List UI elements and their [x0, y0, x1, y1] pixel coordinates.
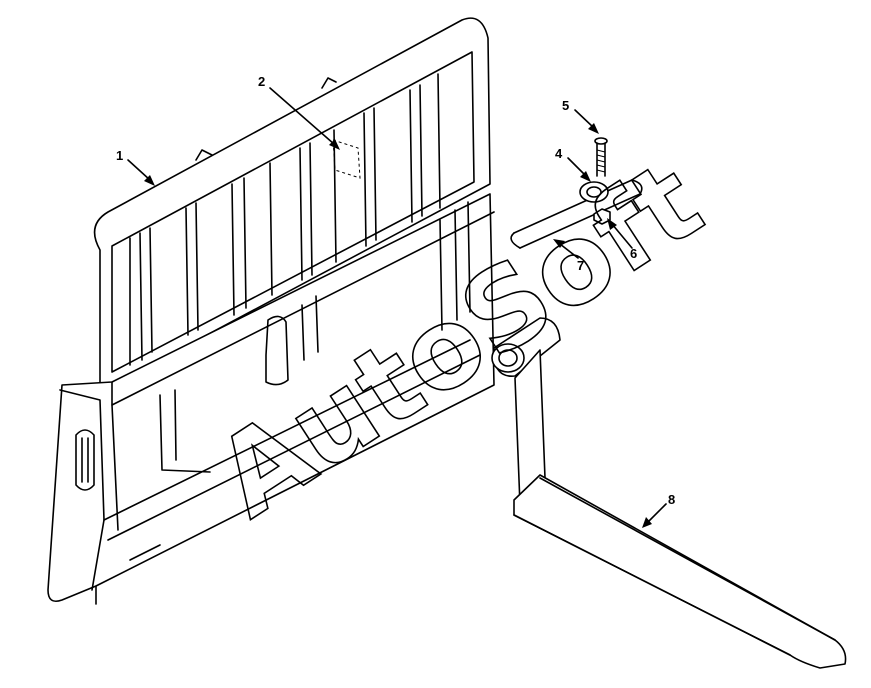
callout-6: 6: [607, 218, 637, 261]
callout-1: 1: [116, 148, 155, 186]
callout-label-5: 5: [562, 98, 569, 113]
callout-7: 7: [553, 239, 584, 273]
callout-label-7: 7: [577, 258, 584, 273]
callout-8: 8: [642, 492, 675, 528]
callout-5: 5: [562, 98, 599, 134]
fork-shaft: [510, 179, 643, 249]
callout-label-4: 4: [555, 146, 563, 161]
callout-label-2: 2: [258, 74, 265, 89]
bolt: [594, 137, 608, 177]
nut: [593, 208, 611, 225]
callout-label-1: 1: [116, 148, 123, 163]
carriage-frame: [47, 17, 495, 605]
callout-label-8: 8: [668, 492, 675, 507]
callout-label-6: 6: [630, 246, 637, 261]
decal: [332, 139, 361, 179]
callout-4: 4: [555, 146, 591, 182]
fork-tine: [491, 317, 847, 669]
collar: [579, 181, 609, 203]
callout-2: 2: [258, 74, 340, 150]
